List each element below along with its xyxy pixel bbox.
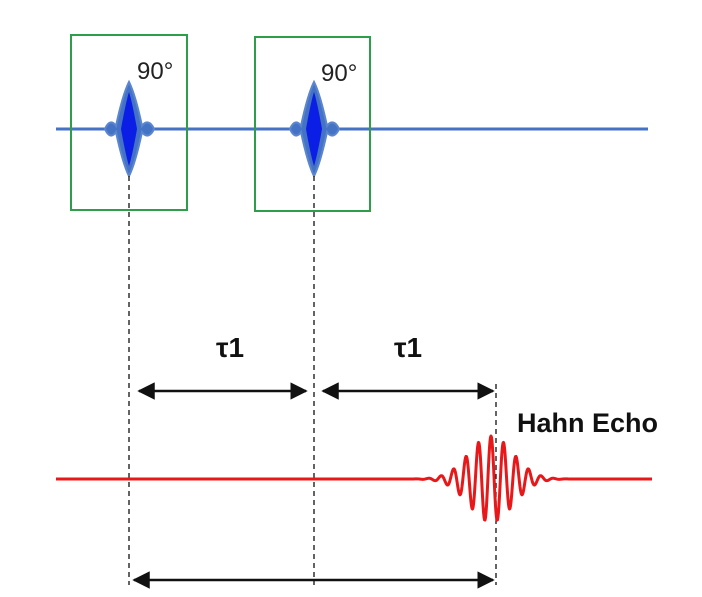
interval-1-label: τ1 [216, 332, 244, 363]
pulse-1-box [70, 34, 188, 211]
interval-2-label: τ1 [394, 332, 422, 363]
pulse-1-core [121, 92, 137, 166]
pulse-2-label: 90° [321, 60, 357, 87]
signal-trace [55, 434, 653, 522]
pulse-2-core [306, 92, 322, 166]
echo-label: Hahn Echo [517, 408, 658, 438]
pulse-2: 90° [254, 36, 371, 212]
pulse-2-box [254, 36, 371, 212]
pulse-1: 90° [70, 34, 188, 211]
pulse-1-label: 90° [137, 58, 173, 85]
